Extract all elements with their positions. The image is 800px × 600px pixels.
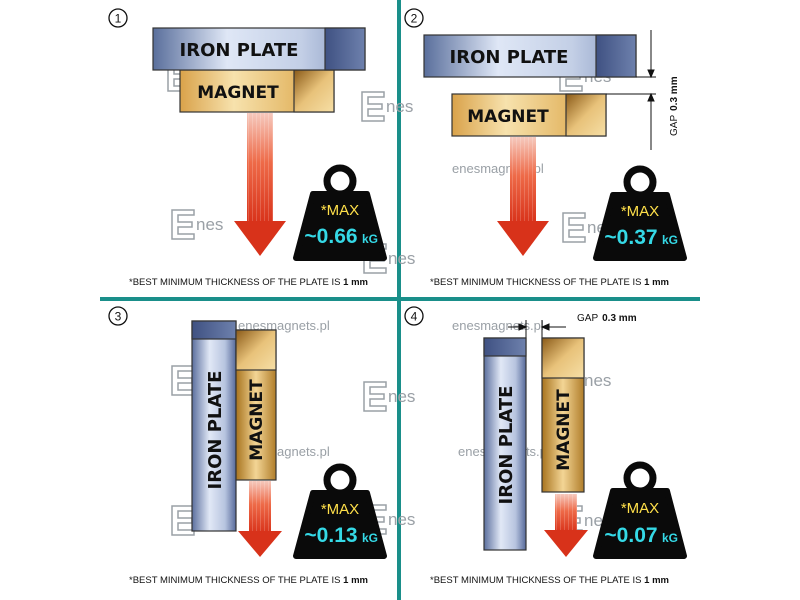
force-unit: kG (362, 232, 378, 246)
panel-number: 2 (411, 12, 418, 26)
svg-text:nes: nes (386, 97, 413, 116)
force-value: ~0.37 (604, 226, 657, 249)
iron-plate: IRON PLATE (152, 27, 366, 71)
pull-arrow-icon (234, 113, 286, 256)
panel-number: 3 (115, 310, 122, 324)
max-label: *MAX (621, 500, 659, 517)
gap-label: GAP0.3 mm (669, 76, 680, 136)
weight-icon (293, 463, 387, 559)
watermark-site: enesmagnets.pl (452, 318, 544, 333)
panel-number-badge (404, 306, 424, 326)
force-unit: kG (662, 531, 678, 545)
panel-number-badge (404, 8, 424, 28)
dimension-arrow-icon (606, 30, 656, 150)
panel-number: 1 (115, 12, 122, 26)
watermark-site: enesmagnets.pl (238, 318, 330, 333)
max-label: *MAX (621, 203, 659, 220)
force-unit: kG (362, 531, 378, 545)
magnet-label: MAGNET (247, 379, 267, 461)
panel-number: 4 (411, 310, 418, 324)
panel-2: 2 MAGNET IRON PLATE GAP0.3 mm (404, 8, 687, 288)
thickness-note: *BEST MINIMUM THICKNESS OF THE PLATE IS … (129, 575, 368, 586)
thickness-note: *BEST MINIMUM THICKNESS OF THE PLATE IS … (129, 277, 368, 288)
panel-3: 3 IRON PLATE MAGNET *MAX ~0.13 kG *BEST … (108, 306, 387, 586)
pull-arrow-icon (544, 494, 588, 557)
iron-plate: IRON PLATE (191, 320, 237, 532)
weight-icon (593, 461, 687, 559)
force-value: ~0.13 (304, 524, 357, 547)
iron-plate-label: IRON PLATE (205, 371, 226, 490)
magnet-block: MAGNET (451, 93, 607, 137)
svg-text:nes: nes (388, 249, 415, 268)
force-value: ~0.07 (604, 524, 657, 547)
svg-text:nes: nes (584, 371, 611, 390)
panel-1: 1 MAGNET IRON PLATE *MAX ~0.66 kG *BE (108, 8, 387, 288)
pull-arrow-icon (238, 481, 282, 557)
thickness-note: *BEST MINIMUM THICKNESS OF THE PLATE IS … (430, 277, 669, 288)
max-label: *MAX (321, 202, 359, 219)
thickness-note: *BEST MINIMUM THICKNESS OF THE PLATE IS … (430, 575, 669, 586)
magnet-label: MAGNET (554, 389, 574, 471)
watermark-logo: nes (361, 91, 413, 122)
magnet-block: MAGNET (541, 337, 585, 493)
weight-icon (293, 164, 387, 261)
iron-plate-label: IRON PLATE (450, 47, 569, 68)
svg-text:nes: nes (196, 215, 223, 234)
svg-text:nes: nes (388, 510, 415, 529)
iron-plate-label: IRON PLATE (496, 386, 517, 505)
force-value: ~0.66 (304, 225, 357, 248)
watermark-logo: nes (363, 381, 415, 412)
magnet-label: MAGNET (467, 107, 549, 127)
force-unit: kG (662, 233, 678, 247)
svg-text:nes: nes (388, 387, 415, 406)
panel-number-badge (108, 8, 128, 28)
panel-number-badge (108, 306, 128, 326)
pull-arrow-icon (497, 137, 549, 256)
iron-plate: IRON PLATE (423, 34, 637, 78)
magnet-block: MAGNET (179, 69, 335, 113)
magnet-block: MAGNET (235, 329, 277, 481)
watermark-logo: nes (363, 504, 415, 535)
iron-plate: IRON PLATE (483, 337, 527, 551)
watermark-logo: nes (171, 209, 223, 240)
iron-plate-label: IRON PLATE (180, 40, 299, 61)
magnet-label: MAGNET (197, 83, 279, 103)
max-label: *MAX (321, 501, 359, 518)
dimension-arrow-icon (508, 320, 566, 340)
weight-icon (593, 165, 687, 261)
